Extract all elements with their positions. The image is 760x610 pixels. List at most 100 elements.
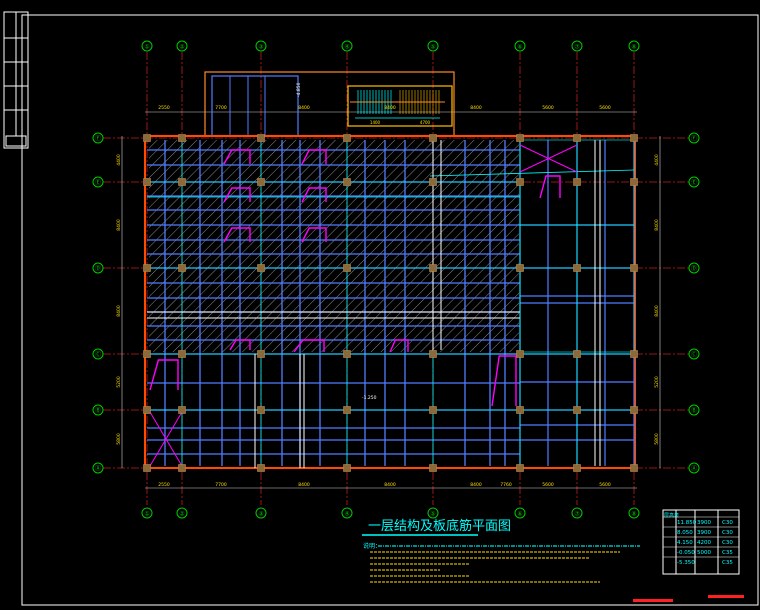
column (630, 464, 638, 472)
column (516, 464, 524, 472)
level-mark: -4.850 (296, 82, 302, 97)
dim-text: 5800 (654, 433, 660, 445)
column (429, 464, 437, 472)
axis-bubble (514, 507, 526, 519)
level-mark: -1.250 (362, 395, 377, 401)
binding-strip (3, 11, 29, 149)
axis-label: ⑥ (517, 44, 522, 51)
hatched-slabs (149, 140, 519, 352)
axis-label: ① (144, 44, 149, 51)
column (573, 178, 581, 186)
notes-block: 说明： (363, 542, 640, 583)
table-height: 3900 (697, 520, 711, 526)
dim-text: 5200 (654, 376, 660, 388)
column (178, 350, 186, 358)
opening-mark (223, 227, 251, 243)
axis-bubble (255, 507, 267, 519)
axis-label: ⑤ (430, 511, 435, 518)
column (573, 464, 581, 472)
opening-mark (301, 227, 327, 243)
column (573, 350, 581, 358)
axis-label: Ⓒ (95, 351, 101, 359)
dim-text: 5600 (542, 482, 554, 488)
column (630, 264, 638, 272)
table-elev: -0.050 (677, 550, 695, 556)
table-grade: C30 (722, 520, 733, 526)
column (516, 134, 524, 142)
title-block-marks (633, 595, 744, 602)
column (573, 406, 581, 414)
column (573, 264, 581, 272)
dim-text: 5600 (542, 105, 554, 111)
column (429, 406, 437, 414)
table-elev: 11.850 (677, 520, 697, 526)
table-grade: C30 (722, 530, 733, 536)
dim-text: 2550 (158, 105, 170, 111)
dim-text: 8400 (384, 105, 396, 111)
dim-text: 8400 (298, 482, 310, 488)
axis-bubble (688, 132, 700, 144)
column (516, 406, 524, 414)
column (343, 264, 351, 272)
axis-bubble (176, 507, 188, 519)
column (343, 178, 351, 186)
column (178, 406, 186, 414)
column (343, 134, 351, 142)
dim-text: 8400 (654, 219, 660, 231)
opening-mark (539, 175, 561, 199)
column (343, 464, 351, 472)
dim-text: 7700 (215, 105, 227, 111)
opening-mark (389, 339, 409, 353)
axis-bubble (514, 40, 526, 52)
dim-text: 8400 (470, 482, 482, 488)
axis-label: Ⓑ (691, 407, 697, 415)
axis-label: Ⓔ (95, 179, 101, 187)
dim-text: 5600 (599, 105, 611, 111)
axis-bubble (92, 462, 104, 474)
dim-text: 8400 (116, 305, 122, 317)
dim-text: 4400 (654, 154, 660, 166)
dim-text: 8400 (654, 305, 660, 317)
table-height: 5000 (697, 550, 711, 556)
axis-label: Ⓕ (95, 135, 101, 143)
table-elev: 8.050 (677, 530, 693, 536)
opening-mark (223, 187, 251, 203)
axis-bubble (92, 262, 104, 274)
column (429, 134, 437, 142)
column (429, 264, 437, 272)
dim-text: 8400 (384, 482, 396, 488)
column (143, 350, 151, 358)
axis-bubble (341, 507, 353, 519)
opening-mark (301, 149, 327, 165)
column (343, 350, 351, 358)
dim-text: 5200 (116, 376, 122, 388)
axis-bubble (688, 462, 700, 474)
column (178, 134, 186, 142)
table-grade: C35 (722, 550, 733, 556)
opening-marks (149, 144, 578, 467)
opening-mark (491, 355, 517, 407)
axis-bubble (141, 507, 153, 519)
axis-label: Ⓓ (95, 265, 101, 273)
axis-bubble (688, 176, 700, 188)
column (630, 134, 638, 142)
column (257, 134, 265, 142)
column (630, 406, 638, 414)
axis-label: Ⓑ (95, 407, 101, 415)
axis-label: ③ (258, 44, 263, 51)
axis-bubble (341, 40, 353, 52)
column (178, 464, 186, 472)
dim-text: 1400 (370, 120, 381, 125)
axis-bubble (92, 132, 104, 144)
dim-text: 8400 (470, 105, 482, 111)
slab-outline (144, 135, 636, 469)
axis-bubble (427, 40, 439, 52)
axis-label: Ⓔ (691, 179, 697, 187)
column (143, 134, 151, 142)
dim-text: 4700 (420, 120, 431, 125)
column (429, 178, 437, 186)
axis-label: ⑤ (430, 44, 435, 51)
dim-text: 2550 (158, 482, 170, 488)
axis-label: ② (179, 511, 185, 518)
